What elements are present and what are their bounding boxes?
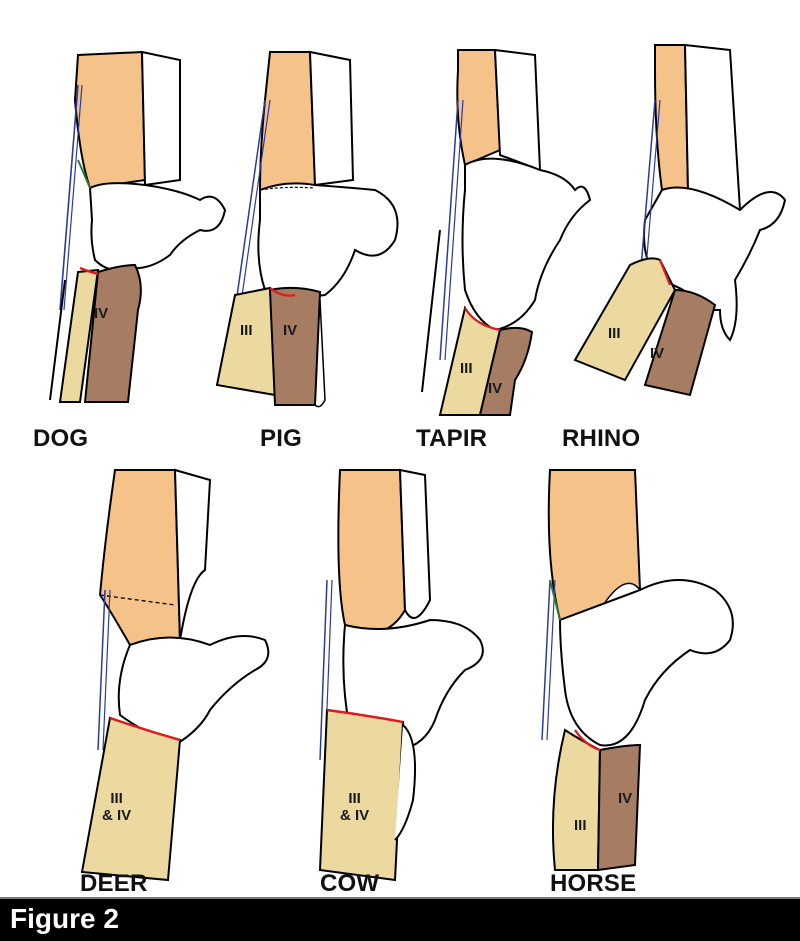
figure-caption-bar: Figure 2 [0, 897, 800, 941]
species-label-cow: COW [320, 870, 380, 897]
rhino-forelimb-illustration [573, 43, 787, 397]
metacarpal-iv-label: IV [618, 790, 633, 807]
deer-forelimb-illustration [80, 468, 270, 882]
species-label-tapir: TAPIR [416, 425, 488, 452]
figure-title: Figure 2 [10, 903, 119, 934]
panel-tapir: III IV TAPIR [410, 40, 610, 452]
panel-rhino: III IV RHINO [562, 40, 800, 452]
tapir-forelimb-illustration [421, 48, 592, 416]
species-label-dog: DOG [33, 425, 89, 452]
species-label-horse: HORSE [550, 870, 637, 897]
species-label-deer: DEER [80, 870, 148, 897]
horse-forelimb-illustration [541, 469, 734, 872]
metacarpal-iii-iv-label: III & IV [340, 790, 369, 824]
metacarpal-iii-line: III [110, 790, 123, 807]
metacarpal-iv-line: & IV [340, 807, 370, 824]
metacarpal-iii-label: III [460, 360, 473, 377]
metacarpal-iv-label: IV [488, 380, 503, 397]
dog-forelimb-illustration [49, 50, 227, 403]
species-label-pig: PIG [260, 425, 302, 452]
metacarpal-iv-label: IV [650, 345, 665, 362]
species-label-rhino: RHINO [562, 425, 641, 452]
panel-pig: III IV PIG [215, 40, 415, 452]
metacarpal-iii-label: III [240, 322, 253, 339]
panel-dog: IV DOG [30, 40, 230, 452]
metacarpal-iii-label: III [574, 817, 587, 834]
metacarpal-iii-line: III [348, 790, 361, 807]
metacarpal-iv-label: IV [94, 305, 109, 322]
metacarpal-iv-label: IV [283, 322, 298, 339]
metacarpal-iv-line: & IV [102, 807, 132, 824]
metacarpal-iii-label: III [608, 325, 621, 342]
cow-forelimb-illustration [318, 468, 484, 882]
metacarpal-iii-iv-label: III & IV [102, 790, 131, 824]
panel-horse: IV III HORSE [540, 460, 800, 900]
panel-cow: III & IV COW [315, 460, 515, 900]
panel-deer: III & IV DEER [80, 460, 280, 900]
pig-forelimb-illustration [215, 50, 399, 408]
